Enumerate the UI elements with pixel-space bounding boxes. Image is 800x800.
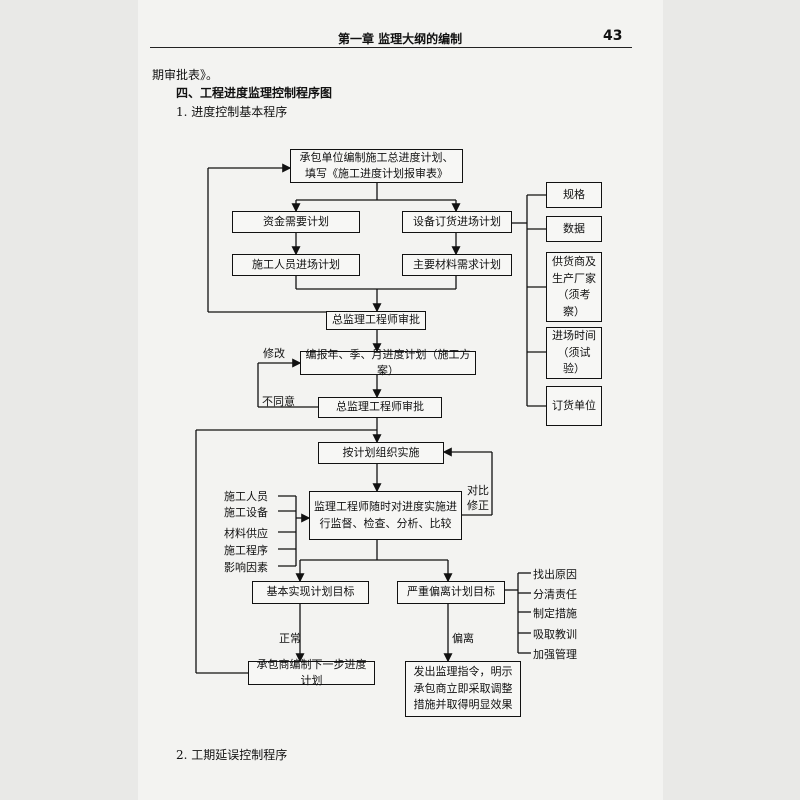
material-plan-box: 主要材料需求计划 xyxy=(402,254,512,276)
section-heading: 四、工程进度监理控制程序图 xyxy=(176,86,333,100)
instruction-box: 发出监理指令，明示承包商立即采取调整措施并取得明显效果 xyxy=(405,661,521,717)
next-plan-box: 承包商编制下一步进度计划 xyxy=(248,658,375,687)
basic-target-box: 基本实现计划目标 xyxy=(252,581,369,604)
label-compare-fix: 对比修正 xyxy=(467,484,489,512)
label-normal: 正常 xyxy=(279,632,301,645)
supervision-check-box: 监理工程师随时对进度实施进行监督、检查、分析、比较 xyxy=(309,491,462,540)
subsection-1-heading: 1. 进度控制基本程序 xyxy=(176,105,288,119)
labor-plan-box: 施工人员进场计划 xyxy=(232,254,360,276)
spec-box: 规格 xyxy=(546,182,602,208)
label-disagree: 不同意 xyxy=(262,395,295,408)
factor-equipment: 施工设备 xyxy=(224,506,268,519)
action-learn-lessons: 吸取教训 xyxy=(533,628,577,641)
prev-paragraph-tail: 期审批表》。 xyxy=(152,68,219,82)
chapter-title: 第一章 监理大纲的编制 xyxy=(338,32,463,46)
supplier-box: 供货商及生产厂家（须考察） xyxy=(546,252,602,322)
fund-plan-box: 资金需要计划 xyxy=(232,211,360,233)
label-deviate: 偏离 xyxy=(452,632,474,645)
quantity-box: 数据 xyxy=(546,216,602,242)
chief-approval-box-1: 总监理工程师审批 xyxy=(326,311,426,330)
entry-time-box: 进场时间（须试验） xyxy=(546,327,602,379)
factor-material: 材料供应 xyxy=(224,527,268,540)
periodic-plan-box: 编报年、季、月进度计划（施工方案） xyxy=(300,348,476,377)
contractor-schedule-box: 承包单位编制施工总进度计划、填写《施工进度计划报审表》 xyxy=(290,149,463,183)
action-find-cause: 找出原因 xyxy=(533,568,577,581)
factor-labor: 施工人员 xyxy=(224,490,268,503)
action-make-measures: 制定措施 xyxy=(533,607,577,620)
label-revise: 修改 xyxy=(263,347,285,360)
equipment-plan-box: 设备订货进场计划 xyxy=(402,211,512,233)
action-strengthen-management: 加强管理 xyxy=(533,648,577,661)
serious-deviation-box: 严重偏离计划目标 xyxy=(397,581,505,604)
factor-procedure: 施工程序 xyxy=(224,544,268,557)
action-assign-responsibility: 分清责任 xyxy=(533,588,577,601)
page-number: 43 xyxy=(603,28,623,44)
subsection-2-heading: 2. 工期延误控制程序 xyxy=(176,748,288,762)
organize-implementation-box: 按计划组织实施 xyxy=(318,442,444,464)
chief-approval-box-2: 总监理工程师审批 xyxy=(318,397,442,418)
factor-influence: 影响因素 xyxy=(224,561,268,574)
header-rule xyxy=(150,47,632,48)
order-unit-box: 订货单位 xyxy=(546,386,602,426)
